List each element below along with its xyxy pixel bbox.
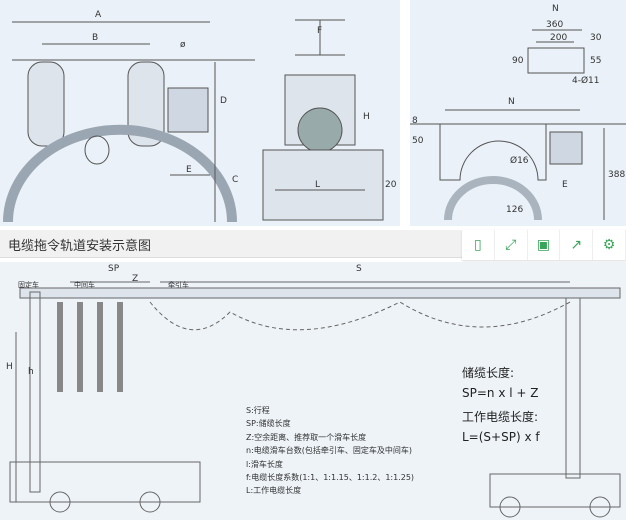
share-icon[interactable]: ↗ bbox=[560, 230, 594, 260]
dim-360: 360 bbox=[546, 20, 564, 30]
dim-a: A bbox=[95, 10, 102, 20]
mounting-detail-view: N 360 200 30 90 55 4-Ø11 N 8 50 Ø16 E 38… bbox=[410, 0, 626, 226]
dim-diameter: ø bbox=[180, 40, 186, 50]
note-item: S:行程 bbox=[246, 406, 270, 415]
trolley-side-drawing bbox=[262, 19, 384, 221]
save-icon[interactable]: ▣ bbox=[528, 230, 561, 260]
dim-50: 50 bbox=[412, 136, 424, 146]
dim-sp: SP bbox=[108, 264, 120, 274]
dim-s: S bbox=[356, 264, 362, 274]
mounting-detail-drawing bbox=[410, 29, 626, 221]
settings-icon[interactable]: ⚙ bbox=[593, 230, 626, 260]
note-item: l:滑车长度 bbox=[246, 459, 283, 469]
dim-holes: 4-Ø11 bbox=[572, 76, 600, 86]
label-n-top: N bbox=[552, 4, 559, 14]
dim-h-small: h bbox=[28, 367, 34, 377]
note-item: f:电缆长度系数(1:1、1:1.15、1:1.2、1:1.25) bbox=[246, 473, 415, 483]
dim-e: E bbox=[186, 165, 192, 175]
dim-h: H bbox=[363, 112, 370, 122]
trolley-side-view: F H L 20 bbox=[255, 0, 400, 226]
formula-title-working: 工作电缆长度: bbox=[462, 410, 539, 424]
dim-phi16: Ø16 bbox=[510, 156, 529, 166]
formula-title-storage: 储缆长度: bbox=[462, 366, 515, 380]
dim-b: B bbox=[92, 33, 99, 43]
mobile-icon[interactable]: ▯ bbox=[462, 230, 495, 260]
note-item: SP:储缆长度 bbox=[246, 419, 291, 429]
dim-h-total: H bbox=[6, 362, 13, 372]
formula-storage: SP=n x l + Z bbox=[462, 386, 539, 400]
dim-388: 388 bbox=[608, 170, 626, 180]
label-middle-trolley: 中间车 bbox=[74, 281, 95, 289]
dim-d: D bbox=[220, 96, 227, 106]
note-item: L:工作电缆长度 bbox=[246, 486, 302, 496]
dim-55: 55 bbox=[590, 56, 602, 66]
trolley-front-drawing bbox=[3, 21, 255, 223]
dim-126: 126 bbox=[506, 205, 524, 215]
dim-e: E bbox=[562, 180, 568, 190]
label-fixed-trolley: 固定车 bbox=[18, 281, 39, 289]
dim-8: 8 bbox=[412, 116, 418, 126]
dim-20: 20 bbox=[385, 180, 397, 190]
image-toolbar: ▯ ⤢ ▣ ↗ ⚙ bbox=[462, 230, 626, 260]
trolley-front-view: A B ø D C E bbox=[0, 0, 255, 226]
label-towing-trolley: 牵引车 bbox=[168, 281, 189, 289]
dim-z: Z bbox=[132, 274, 139, 284]
dim-f: F bbox=[317, 26, 323, 36]
dim-90: 90 bbox=[512, 56, 524, 66]
caption-title: 电缆拖令轨道安装示意图 bbox=[8, 239, 152, 254]
dim-200: 200 bbox=[550, 33, 568, 43]
legend-notes: S:行程 SP:储缆长度 Z:空余距离、推荐取一个滑车长度 n:电缆滑车台数(包… bbox=[246, 404, 414, 498]
track-installation-drawing bbox=[9, 281, 621, 518]
label-n: N bbox=[508, 97, 515, 107]
dim-30: 30 bbox=[590, 33, 602, 43]
dim-l: L bbox=[315, 180, 321, 190]
formula-working: L=(S+SP) x f bbox=[462, 430, 540, 444]
note-item: n:电缆滑车台数(包括牵引车、固定车及中间车) bbox=[246, 446, 413, 456]
dim-c: C bbox=[232, 175, 239, 185]
track-installation-diagram: SP Z S H h 固定车 中间车 牵引车 储缆长度: SP=n x l + … bbox=[0, 262, 626, 520]
fullscreen-icon[interactable]: ⤢ bbox=[495, 230, 528, 260]
note-item: Z:空余距离、推荐取一个滑车长度 bbox=[246, 432, 367, 442]
